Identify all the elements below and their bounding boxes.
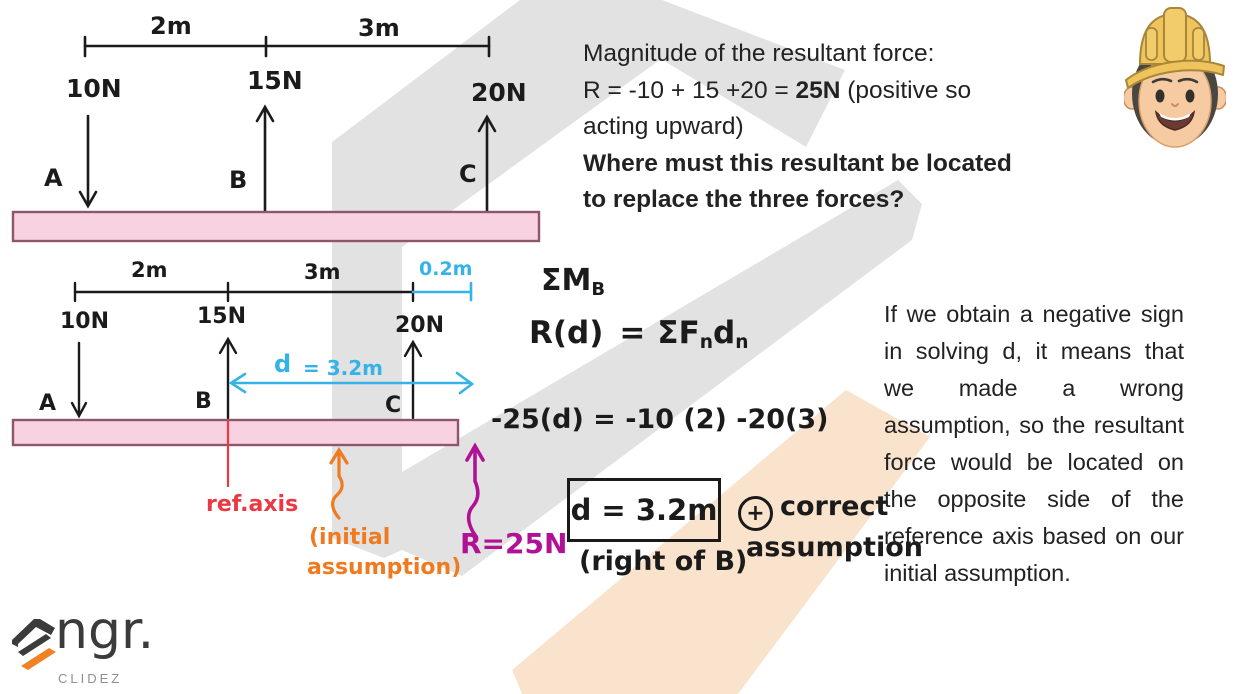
diagram1-strokes xyxy=(78,35,497,214)
teeth xyxy=(1159,113,1191,121)
correct-assumption-line1: correct xyxy=(780,491,889,522)
ref-axis-label: ref.axis xyxy=(206,492,299,517)
d2-force-c: 20N xyxy=(395,313,445,338)
d2-dim-right: 3m xyxy=(304,260,341,284)
d1-point-b: B xyxy=(229,166,248,194)
hardhat-brim xyxy=(1125,59,1225,89)
dim-extension-strokes xyxy=(411,281,473,302)
d1-force-a: 10N xyxy=(66,74,122,103)
question-block: Magnitude of the resultant force: R = -1… xyxy=(583,36,1131,219)
initial-assumption-line2: assumption) xyxy=(307,555,462,580)
question-line-bold: Where must this resultant be located xyxy=(583,149,1012,177)
d1-force-b: 15N xyxy=(247,66,303,95)
beam-2 xyxy=(11,418,460,447)
d1-dim-left: 2m xyxy=(150,12,192,40)
substituted-equation: -25(d) = -10 (2) -20(3) xyxy=(491,404,829,435)
eye-left xyxy=(1155,89,1165,103)
logo-wordmark: ngr. xyxy=(55,601,155,661)
question-line: R = -10 + 15 +20 = 25N (positive so xyxy=(583,76,972,104)
answer-box: d = 3.2m xyxy=(567,478,721,542)
d1-force-c: 20N xyxy=(471,78,527,107)
nose xyxy=(1171,103,1179,107)
d2-point-a: A xyxy=(39,391,57,416)
engineer-avatar xyxy=(1124,7,1226,148)
question-line: acting upward) xyxy=(583,113,744,140)
hardhat-left-panel xyxy=(1145,27,1158,61)
initial-assumption-arrow xyxy=(329,446,349,520)
question-line: Magnitude of the resultant force: xyxy=(583,40,935,67)
hardhat-right-panel xyxy=(1192,27,1205,61)
question-line-bold: to replace the three forces? xyxy=(583,186,905,213)
eyebrow-right xyxy=(1177,77,1199,84)
moment-equation: R(d)=ΣFndn xyxy=(529,315,749,354)
d2-dim-extension: 0.2m xyxy=(419,258,473,280)
d2-dim-left: 2m xyxy=(131,258,168,282)
hardhat-center-panel xyxy=(1163,7,1187,63)
plus-circle-icon: + xyxy=(738,496,773,531)
d1-dim-right: 3m xyxy=(358,14,400,42)
d1-point-c: C xyxy=(459,160,477,188)
diagram2-strokes xyxy=(70,281,423,420)
initial-assumption-line1: (initial xyxy=(309,525,391,550)
d2-point-b: B xyxy=(195,389,212,414)
logo-e-icon xyxy=(12,619,56,670)
mouth xyxy=(1154,109,1196,131)
beam-1 xyxy=(11,210,541,243)
distance-arrow xyxy=(228,371,475,395)
logo-tagline: CLIDEZ xyxy=(58,671,123,686)
brand-watermark xyxy=(332,0,930,694)
resultant-arrow xyxy=(465,442,485,537)
d2-point-c: C xyxy=(385,393,402,418)
answer-value: d = 3.2m xyxy=(570,492,718,527)
d2-force-a: 10N xyxy=(60,309,110,334)
eye-right xyxy=(1185,89,1195,103)
moment-sum: ΣMB xyxy=(541,263,606,301)
correct-assumption-line2: assumption xyxy=(746,532,923,563)
resultant-label: R=25N xyxy=(460,527,568,560)
distance-value: = 3.2m xyxy=(303,356,383,380)
resultant-value: 25N xyxy=(795,76,841,104)
d2-force-b: 15N xyxy=(197,304,247,329)
moment-subscript: B xyxy=(591,279,606,301)
eyebrow-left xyxy=(1151,77,1173,84)
explanation-paragraph: If we obtain a negative sign in solving … xyxy=(884,301,1184,586)
distance-label: d xyxy=(274,350,292,378)
d1-point-a: A xyxy=(44,164,63,192)
answer-note: (right of B) xyxy=(579,546,748,577)
